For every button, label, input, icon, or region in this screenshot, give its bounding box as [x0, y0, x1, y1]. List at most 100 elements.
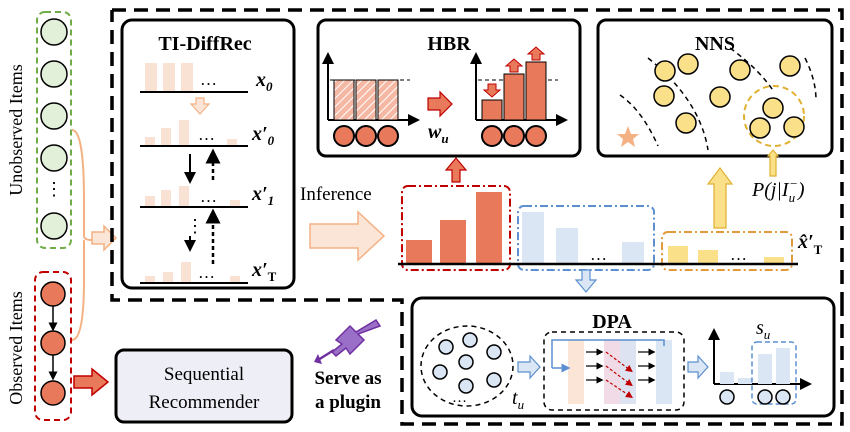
observed-connector [71, 240, 85, 341]
hbr-left-bar [355, 79, 377, 121]
x0p-bar [161, 128, 171, 145]
pool-item-node [462, 332, 478, 348]
hbr-item-node [333, 125, 355, 147]
dpa-item-node [757, 389, 773, 405]
pool-item-node [438, 339, 454, 355]
candidate-item-node [677, 53, 699, 75]
inference-label: Inference [300, 184, 372, 205]
unobserved-item-node [40, 212, 68, 240]
network-layer [568, 340, 584, 404]
neighbor-item-node [783, 116, 805, 138]
sequential-recommender-line1: Sequential [164, 364, 244, 385]
dpa-item-node [775, 389, 791, 405]
ti-diffrec-panel: TI-DiffRec … x0 … x′0 … x′1 ⋮ [120, 18, 296, 290]
t-label: tu [512, 387, 525, 412]
pool-item-node [458, 378, 474, 394]
dpa-item-node [719, 389, 735, 405]
nns-prob-label: P(j|Iu−) [751, 176, 805, 205]
observed-item-node [40, 330, 66, 356]
s-label: su [756, 317, 771, 342]
network-layer [604, 340, 620, 404]
unobserved-score-bar [622, 242, 644, 264]
hbr-right-bar [525, 61, 547, 121]
x0-bar [163, 63, 175, 91]
dpa-score-bar [720, 372, 734, 384]
x0-ellipsis: … [200, 70, 217, 89]
unobserved-items-label: Unobserved Items [6, 64, 26, 195]
forward-vdots: ⋮ [186, 216, 204, 236]
x1p-bar [161, 190, 171, 206]
unobserved-item-node [40, 102, 68, 130]
sampled-scores-ellipsis: … [730, 245, 747, 264]
ti-diffrec-title: TI-DiffRec [158, 33, 251, 55]
hbr-item-node [355, 125, 377, 147]
x1p-ellipsis: … [200, 187, 217, 206]
network-layer [656, 340, 672, 404]
x0-label: x0 [255, 69, 273, 94]
hbr-right-bar [503, 73, 525, 121]
dpa-panel: DPA … tu [410, 296, 836, 418]
x0p-label: x′0 [251, 123, 275, 148]
x1p-bar [145, 196, 155, 206]
xtp-bar [230, 276, 240, 282]
candidate-item-node [653, 85, 675, 107]
unobserved-item-node [40, 18, 68, 46]
to-nns-arrow [706, 167, 734, 229]
star-icon [617, 126, 639, 147]
observed-to-recommender-arrow [73, 367, 110, 397]
hbr-weight-label: wu [428, 121, 449, 146]
reweight-arrow [427, 90, 453, 118]
hbr-title: HBR [427, 33, 471, 55]
selected-scores-group [751, 341, 797, 405]
skip-connection [551, 339, 665, 346]
sequential-recommender-box [114, 348, 294, 424]
hbr-left-bar [333, 79, 355, 121]
xtp-bar [181, 262, 191, 282]
xtp-ellipsis: … [198, 263, 215, 282]
hbr-item-node [377, 125, 399, 147]
x0-bar [181, 63, 193, 91]
down-weight-icon [482, 83, 502, 98]
x0p-bar [145, 137, 155, 145]
dpa-score-bar [758, 354, 772, 384]
sampled-score-bar [698, 250, 718, 264]
nns-panel: NNS [596, 18, 834, 158]
observed-item-node [40, 380, 66, 406]
x1p-label: x′1 [251, 183, 274, 208]
nns-boundary [729, 47, 775, 93]
up-weight-icon [526, 46, 546, 61]
x0p-bar [227, 139, 237, 145]
plugin-line1: Serve as [314, 368, 381, 389]
neighbor-item-node [762, 97, 784, 119]
hbr-left-bar [377, 79, 399, 121]
input-arrow [91, 224, 118, 252]
pool-item-node [432, 364, 448, 380]
observed-scores-group [401, 185, 511, 271]
up-weight-icon [504, 58, 524, 73]
x1p-bar [230, 200, 240, 206]
x0p-bar [179, 120, 189, 145]
nearest-neighbor-region [743, 85, 805, 147]
unobserved-score-bar [556, 228, 578, 264]
candidate-item-node [709, 86, 731, 108]
xtp-bar [145, 276, 155, 282]
hbr-item-node [503, 125, 525, 147]
xtp-label: x′T [251, 259, 277, 284]
observed-score-bar [406, 240, 432, 264]
hbr-item-node [481, 125, 503, 147]
unobserved-ellipsis: ⋮ [45, 179, 63, 199]
candidate-item-node [729, 59, 751, 81]
plug-icon [314, 318, 382, 364]
dpa-score-bar [738, 378, 752, 384]
pool-item-node [486, 372, 502, 388]
to-hbr-arrow [444, 157, 468, 183]
perturbed-edge [605, 365, 633, 387]
unobserved-score-bar [522, 212, 544, 264]
candidate-item-node [779, 55, 801, 77]
observed-items-label: Observed Items [6, 291, 26, 404]
observed-items-group [34, 271, 72, 421]
sampled-score-bar [764, 257, 784, 264]
unobserved-scores-ellipsis: … [590, 245, 607, 264]
noise-arrow [189, 97, 211, 115]
hbr-right-bar [481, 99, 503, 121]
